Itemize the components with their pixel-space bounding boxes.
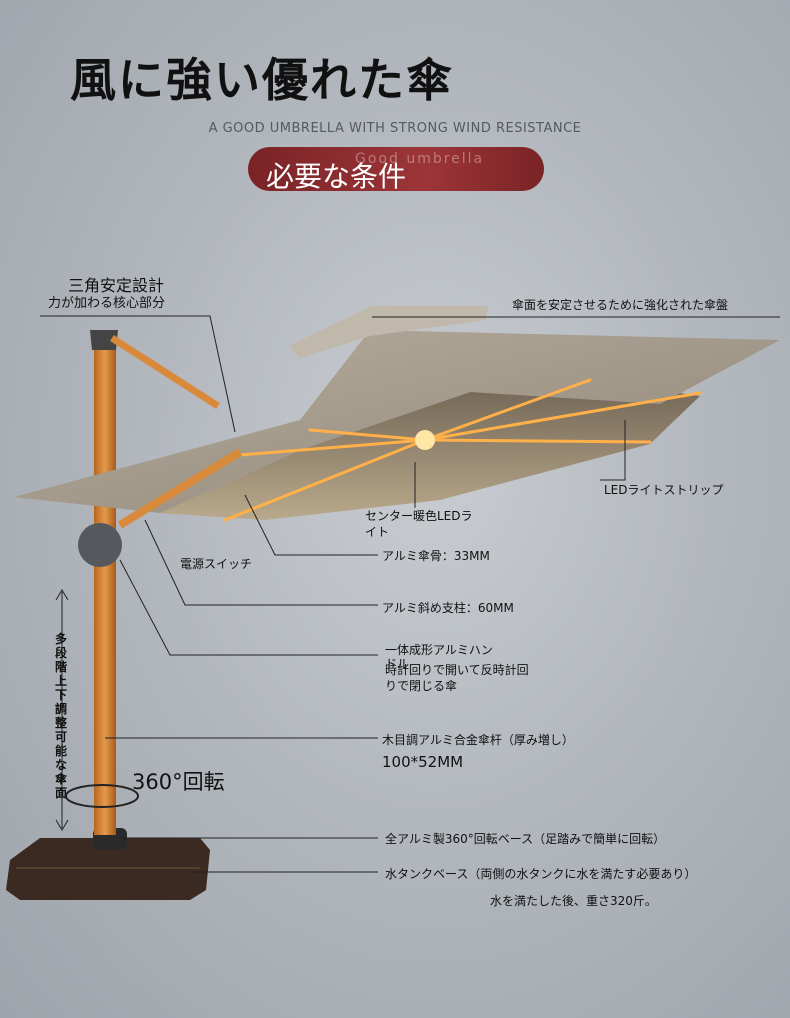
label-handle-3: 時計回りで開いて反時計回 [385, 663, 529, 677]
page-title: 風に強い優れた傘 [70, 53, 454, 107]
crank-handle [78, 523, 122, 567]
support-arm [110, 335, 220, 409]
label-base-rotate: 全アルミ製360°回転ベース（足踏みで簡単に回転） [385, 832, 666, 846]
label-canopy-plate: 傘面を安定させるために強化された傘盤 [512, 298, 729, 312]
label-rotation: 360°回転 [132, 770, 225, 794]
diagonal-strut [117, 448, 243, 529]
label-power-switch: 電源スイッチ [180, 557, 253, 571]
label-rib: アルミ傘骨：33MM [382, 549, 490, 563]
label-pole-2: 100*52MM [382, 753, 464, 771]
requirements-badge [248, 147, 544, 191]
label-diagonal: アルミ斜め支柱：60MM [382, 601, 514, 615]
badge-ghost-text: Good umbrella [355, 151, 485, 167]
badge-label: 必要な条件 [266, 160, 407, 193]
label-triangle-title: 三角安定設計 [68, 276, 165, 295]
canopy-top [14, 330, 780, 513]
label-handle-2: ドル [385, 657, 410, 671]
label-water-tank: 水タンクベース（両側の水タンクに水を満たす必要あり） [385, 867, 697, 881]
canopy-underside [160, 378, 700, 520]
rotation-arrow [65, 784, 139, 808]
label-center-light-1: センター暖色LEDラ [365, 509, 473, 523]
canopy-vent [288, 306, 488, 358]
label-weight: 水を満たした後、重さ320斤。 [490, 894, 657, 908]
pole [94, 335, 116, 835]
label-led-strip: LEDライトストリップ [604, 483, 724, 497]
label-handle-1: 一体成形アルミハン [385, 643, 493, 657]
label-handle-4: りで閉じる傘 [385, 679, 458, 693]
page-subtitle: A GOOD UMBRELLA WITH STRONG WIND RESISTA… [208, 121, 582, 136]
label-triangle-sub: 力が加わる核心部分 [48, 296, 166, 311]
label-height-adjust: 多段階上下調整可能な傘面 [54, 632, 67, 800]
pole-top-cap [90, 330, 118, 350]
label-center-light-2: イト [365, 525, 390, 539]
center-led [415, 430, 435, 450]
label-pole-1: 木目調アルミ合金傘杆（厚み増し） [382, 733, 574, 747]
